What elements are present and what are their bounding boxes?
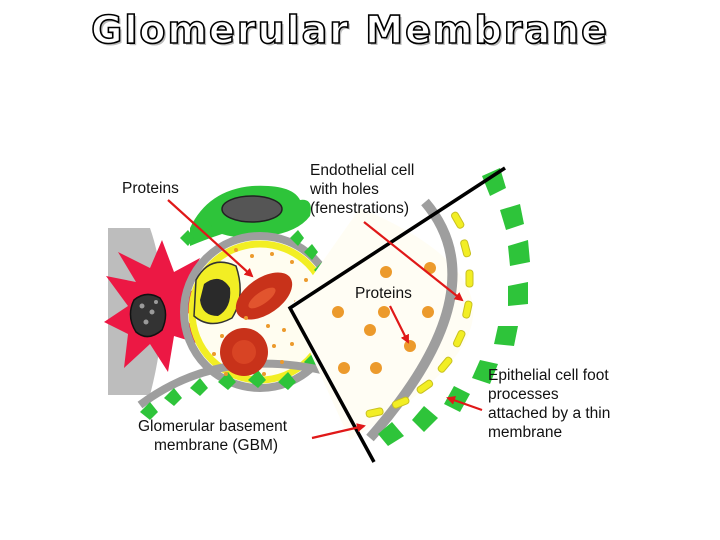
label-epithelial-line-4: membrane — [488, 424, 563, 441]
label-endothelial-cell: Endothelial cell with holes (fenestratio… — [310, 161, 414, 218]
arrow-proteins-right — [389, 305, 409, 344]
label-epithelial-line-1: Epithelial cell foot — [488, 367, 609, 384]
zoom-endothelium-fenestrations — [365, 211, 474, 418]
mesangial-nucleus — [129, 293, 167, 338]
slide-title: Glomerular Membrane — [90, 7, 609, 53]
label-epithelial-foot-processes: Epithelial cell foot processes attached … — [488, 366, 610, 442]
label-gbm-line-1: Glomerular basement — [138, 418, 288, 435]
arrow-epithelial — [446, 396, 483, 412]
label-gbm-line-2: membrane (GBM) — [154, 437, 279, 454]
endothelial-nucleus — [200, 278, 231, 316]
label-proteins-left: Proteins — [122, 180, 179, 197]
arrow-gbm — [311, 423, 366, 440]
zoom-protein-dots — [332, 262, 436, 374]
pointer-arrows — [167, 199, 483, 440]
zoom-foot-processes — [378, 168, 530, 446]
label-gbm: Glomerular basement membrane (GBM) — [138, 417, 287, 455]
label-proteins-right: Proteins — [355, 285, 412, 302]
foot-processes-bottom — [140, 370, 296, 420]
label-endothelial-line-2: with holes — [310, 181, 379, 198]
podocyte-nucleus — [221, 195, 283, 223]
label-endothelial-line-1: Endothelial cell — [310, 162, 415, 179]
arrow-endothelial — [363, 221, 464, 302]
label-epithelial-line-3: attached by a thin — [488, 405, 611, 422]
arrow-proteins-left — [167, 199, 254, 278]
label-endothelial-line-3: (fenestrations) — [310, 200, 410, 217]
zoom-outline — [287, 166, 506, 463]
label-epithelial-line-2: processes — [488, 386, 559, 403]
